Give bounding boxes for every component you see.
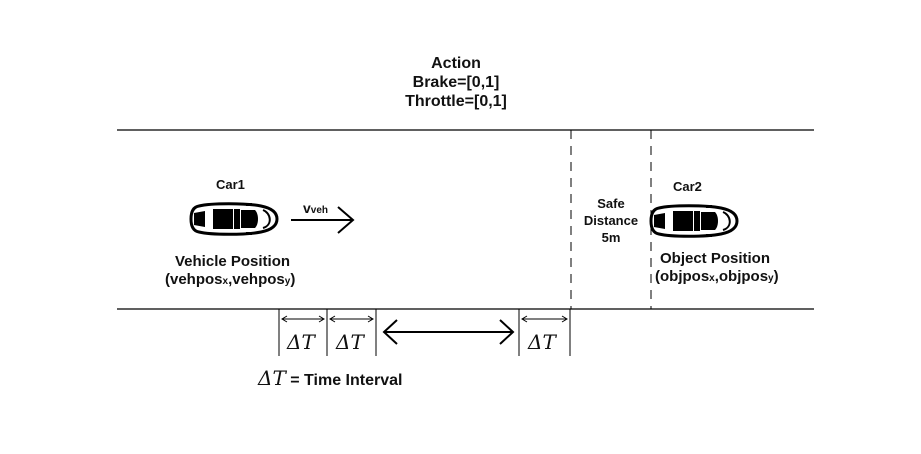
- interval-arrow-3-icon: [521, 315, 568, 323]
- vehicle-position-label: Vehicle Position: [175, 253, 291, 270]
- action-title: Action: [431, 55, 481, 72]
- obj-coords-sub-x: x: [709, 273, 715, 284]
- safe-distance-line1: Safe: [597, 196, 625, 211]
- veh-coords-sep: ,vehpos: [228, 271, 285, 288]
- legend-text: = Time Interval: [290, 372, 403, 389]
- velocity-label: vveh: [303, 200, 328, 216]
- interval-arrow-1-icon: [281, 315, 325, 323]
- obj-coords-open: (objpos: [655, 268, 710, 285]
- car2-label: Car2: [673, 179, 702, 194]
- safe-distance-line3: 5m: [601, 230, 621, 245]
- object-position-label: Object Position: [660, 250, 771, 267]
- car2-icon: [649, 204, 739, 238]
- interval-arrow-2-icon: [329, 315, 374, 323]
- safe-distance-line2: Distance: [583, 213, 639, 228]
- obj-coords-sub-y: y: [768, 273, 774, 284]
- action-block: Action Brake=[0,1] Throttle=[0,1]: [396, 54, 516, 111]
- object-position-coords: (objposx,objposy): [655, 268, 779, 285]
- delta-t-label-1: ΔT: [287, 330, 315, 354]
- car1-label: Car1: [216, 177, 245, 192]
- car1-icon: [189, 202, 279, 236]
- throttle-range: Throttle=[0,1]: [405, 93, 507, 110]
- velocity-symbol: v: [303, 200, 311, 216]
- velocity-subscript: veh: [310, 205, 329, 216]
- veh-coords-sub-x: x: [222, 276, 229, 287]
- obj-coords-close: ): [773, 268, 779, 285]
- veh-coords-sub-y: y: [284, 276, 291, 287]
- vehicle-position-coords: (vehposx,vehposy): [165, 271, 295, 288]
- delta-t-label-2: ΔT: [336, 330, 364, 354]
- veh-coords-open: (vehpos: [165, 271, 223, 288]
- continuation-arrow-icon: [382, 319, 515, 345]
- safe-distance-label: Safe Distance 5m: [571, 195, 651, 246]
- legend-delta-t: ΔT: [258, 366, 286, 390]
- obj-coords-sep: ,objpos: [714, 268, 769, 285]
- velocity-arrow-icon: [291, 206, 355, 234]
- delta-t-label-3: ΔT: [528, 330, 556, 354]
- veh-coords-close: ): [290, 271, 296, 288]
- brake-range: Brake=[0,1]: [412, 74, 500, 91]
- time-interval-legend: ΔT = Time Interval: [258, 366, 402, 390]
